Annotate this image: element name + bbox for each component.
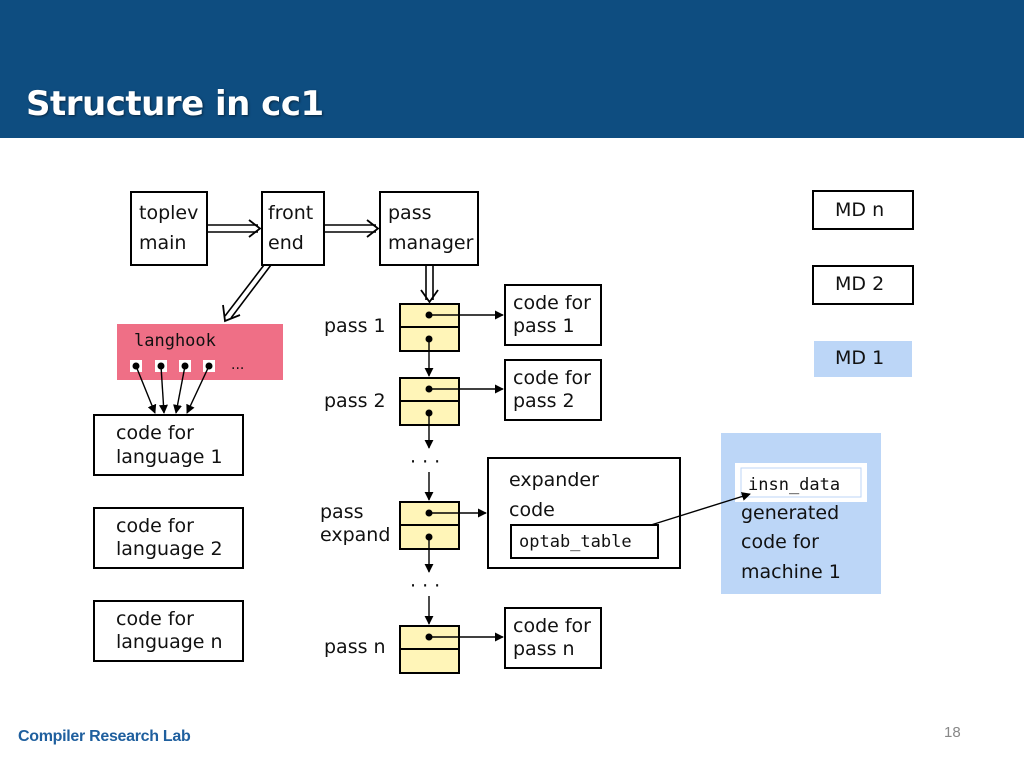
pass-manager-label-1: pass xyxy=(388,202,432,224)
page-number: 18 xyxy=(944,724,961,741)
pass-n-label: pass n xyxy=(324,636,386,658)
machine-label-2: code for xyxy=(741,531,819,553)
language-2-label-2: language 2 xyxy=(116,538,223,560)
optab-table-box xyxy=(510,524,659,559)
passmanager-to-pass1-arrow xyxy=(420,265,439,304)
toplev-to-frontend-arrow xyxy=(207,219,262,238)
code-pass-1-label-2: pass 1 xyxy=(513,315,575,337)
front-end-label-1: front xyxy=(268,202,313,224)
front-end-label-2: end xyxy=(268,232,304,254)
language-1-label-2: language 1 xyxy=(116,446,223,468)
toplev-label-1: toplev xyxy=(139,202,198,224)
language-1-box: code for language 1 xyxy=(93,414,244,476)
md-n-label: MD n xyxy=(835,199,884,221)
langhook-box: langhook ... xyxy=(117,324,283,380)
md-2-label: MD 2 xyxy=(835,273,884,295)
frontend-to-passmanager-arrow xyxy=(324,219,380,238)
machine-1-panel: insn_data generated code for machine 1 xyxy=(721,433,881,594)
language-n-label-1: code for xyxy=(116,608,194,630)
expander-code-box: expander code optab_table xyxy=(487,457,681,569)
langhook-label: langhook xyxy=(134,331,216,351)
frontend-to-langhook-arrow xyxy=(222,264,272,323)
code-pass-n-label-2: pass n xyxy=(513,638,575,660)
code-for-pass-1-box: code for pass 1 xyxy=(504,284,602,346)
optab-to-insn-arrow xyxy=(650,492,751,526)
expander-label-2: code xyxy=(509,499,555,521)
code-pass-n-label-1: code for xyxy=(513,615,591,637)
pass-dots-2: · · · xyxy=(410,575,440,597)
pass-dots-1: · · · xyxy=(410,451,440,473)
footer-lab-name: Compiler Research Lab xyxy=(18,728,191,745)
machine-label-1: generated xyxy=(741,502,839,524)
langhook-more: ... xyxy=(231,357,244,373)
md-n-box: MD n xyxy=(812,190,914,230)
insn-data-label: insn_data xyxy=(748,475,840,495)
pass-manager-label-2: manager xyxy=(388,232,474,254)
optab-table-label: optab_table xyxy=(519,532,632,552)
pass-2-label: pass 2 xyxy=(324,390,386,412)
expander-label-1: expander xyxy=(509,469,599,491)
pass-1-label: pass 1 xyxy=(324,315,386,337)
language-2-box: code for language 2 xyxy=(93,507,244,569)
md-2-box: MD 2 xyxy=(812,265,914,305)
toplev-box: toplev main xyxy=(130,191,208,266)
code-for-pass-n-box: code for pass n xyxy=(504,607,602,669)
front-end-box: front end xyxy=(261,191,325,266)
language-1-label-1: code for xyxy=(116,422,194,444)
pass-n-slot xyxy=(399,625,460,674)
slide-title: Structure in cc1 xyxy=(26,84,324,124)
code-pass-2-label-1: code for xyxy=(513,367,591,389)
md-1-box: MD 1 xyxy=(814,341,912,377)
code-for-pass-2-box: code for pass 2 xyxy=(504,359,602,421)
language-n-box: code for language n xyxy=(93,600,244,662)
langhook-pointer-arrows xyxy=(135,365,210,414)
toplev-label-2: main xyxy=(139,232,186,254)
pass-to-code-arrows xyxy=(429,310,504,642)
pass-expand-label-2: expand xyxy=(320,524,390,546)
pass-manager-box: pass manager xyxy=(379,191,479,266)
language-n-label-2: language n xyxy=(116,631,223,653)
title-bar xyxy=(0,0,1024,138)
code-pass-1-label-1: code for xyxy=(513,292,591,314)
md-1-label: MD 1 xyxy=(835,347,884,369)
pass-expand-label-1: pass xyxy=(320,501,364,523)
pass-expand-slot xyxy=(399,501,460,550)
machine-label-3: machine 1 xyxy=(741,561,841,583)
code-pass-2-label-2: pass 2 xyxy=(513,390,575,412)
language-2-label-1: code for xyxy=(116,515,194,537)
